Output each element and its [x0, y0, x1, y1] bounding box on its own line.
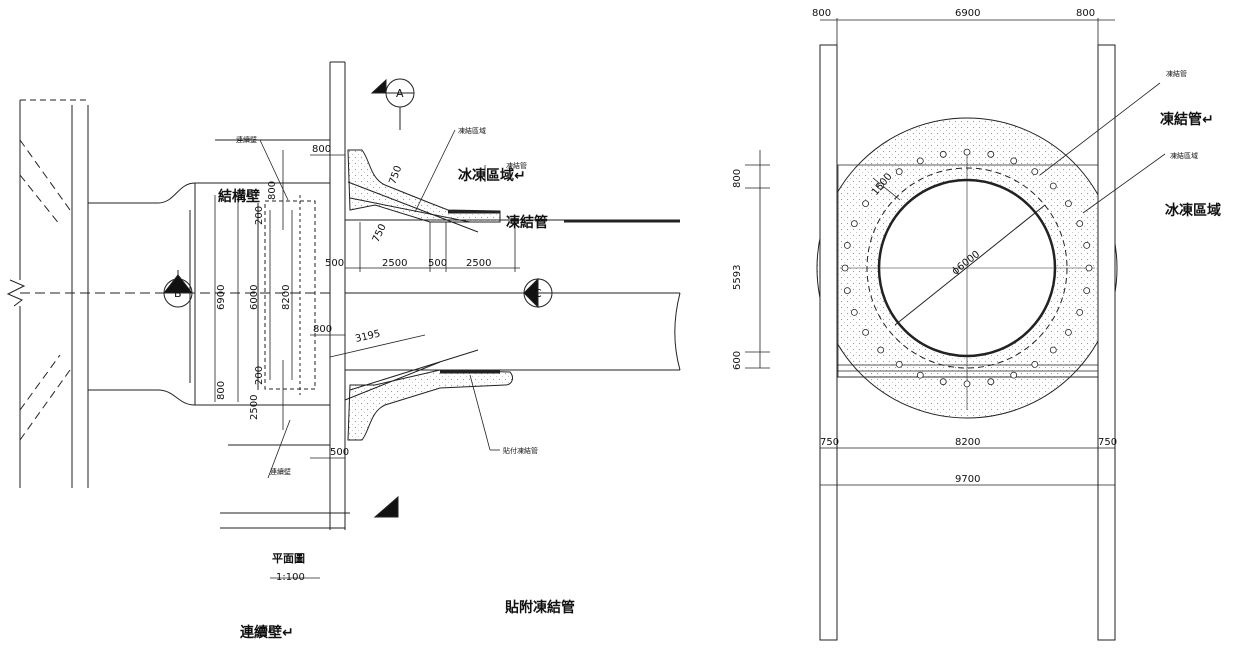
north-mark [373, 495, 399, 518]
caption-diaphragm-wall: 連續壁↵ [240, 624, 294, 641]
freezing-pipe-hole [916, 371, 924, 379]
callout-freezing-pipe: 凍結管 [506, 214, 548, 231]
plan-label-wall-top: 連續壁 [236, 135, 257, 144]
plan-label-freezing-pipe: 凍結管 [506, 161, 527, 170]
freezing-pipe-hole [843, 287, 851, 295]
plan-dim-2500-b: 2500 [466, 258, 491, 269]
freezing-pipe-hole [1049, 182, 1057, 190]
freezing-pipe-hole [1076, 220, 1084, 228]
cross-section-view [745, 18, 1166, 641]
plan-view [6, 61, 681, 579]
section-letter-b: B [174, 287, 182, 300]
section-label-freezing-pipe: 凍結管 [1166, 69, 1187, 78]
freezing-pipe-hole [963, 380, 971, 388]
section-dim-total-9700: 9700 [955, 474, 980, 485]
plan-dim-750-top: 750 [387, 164, 404, 186]
plan-dim-3195: 3195 [354, 328, 381, 344]
outgoing-tunnel [345, 219, 681, 371]
tunnel-outline [88, 139, 350, 529]
callout-structural-wall: 結構壁 [218, 188, 260, 205]
freezing-pipe-hole [1010, 157, 1018, 165]
plan-dim-v-8200: 8200 [281, 285, 292, 310]
plan-scale: 1:100 [276, 572, 305, 583]
freezing-pipe-hole [877, 346, 885, 354]
freezing-pipe-hole [841, 264, 849, 272]
plan-dim-v-6900: 6900 [216, 285, 227, 310]
frozen-zone-bottom [347, 369, 513, 441]
section-callout-freezing-pipe: 凍結管↵ [1160, 111, 1214, 128]
freezing-pipe-hole [1049, 346, 1057, 354]
plan-label-attached-pipe: 貼付凍結管 [503, 446, 538, 455]
diaphragm-wall [329, 61, 346, 530]
section-dim-left-5593: 5593 [732, 265, 743, 290]
section-dim-top-6900: 6900 [955, 8, 980, 19]
plan-dim-v-6000: 6000 [249, 285, 260, 310]
plan-label-wall-bottom: 連續壁 [270, 467, 291, 476]
plan-dim-750-bottom: 750 [371, 222, 389, 244]
plan-dim-800-top: 800 [312, 144, 331, 155]
freezing-pipe-hole [1031, 168, 1039, 176]
freezing-pipe-hole [877, 182, 885, 190]
freezing-pipe-hole [850, 220, 858, 228]
plan-dim-v-800-bottom: 800 [216, 381, 227, 400]
plan-dim-v-200-top: 200 [254, 206, 265, 225]
plan-dim-800-mid: 800 [313, 324, 332, 335]
freezing-pipe-ring [841, 148, 1093, 388]
section-dim-top-800-left: 800 [812, 8, 831, 19]
freezing-pipe-hole [843, 241, 851, 249]
section-dim-left-800: 800 [732, 169, 743, 188]
section-dim-bottom-8200: 8200 [955, 437, 980, 448]
section-letter-c: C [534, 287, 542, 300]
left-shaft [6, 99, 330, 488]
freezing-pipe-hole [963, 148, 971, 156]
side-walls [819, 44, 1116, 641]
plan-dim-v-800-top: 800 [267, 181, 278, 200]
freezing-pipe-hole [1065, 328, 1072, 336]
section-label-frozen-zone: 凍結區域 [1170, 151, 1198, 160]
section-callout-frozen-zone: 冰凍區域 [1165, 202, 1221, 219]
plan-dim-500-a: 500 [325, 258, 344, 269]
plan-dimension-lines [214, 150, 520, 459]
plan-dim-500-bottom: 500 [330, 447, 349, 458]
plan-dim-2500-a: 2500 [382, 258, 407, 269]
freezing-pipe-hole [1031, 360, 1039, 368]
section-dim-bottom-750-left: 750 [820, 437, 839, 448]
section-marker-b [162, 270, 194, 308]
freezing-pipe-hole [987, 378, 995, 386]
freezing-pipe-hole [916, 157, 924, 165]
plan-dim-v-2500: 2500 [249, 395, 260, 420]
section-dim-left-600: 600 [732, 351, 743, 370]
frozen-zone-top [347, 149, 501, 223]
plan-leaders [259, 129, 500, 579]
caption-attached-pipe: 貼附凍結管 [505, 599, 575, 616]
freezing-pipe-hole [862, 200, 869, 208]
freezing-pipe-hole [1085, 264, 1093, 272]
freezing-pipe-hole [939, 378, 947, 386]
freezing-pipe-hole [850, 308, 858, 316]
section-dim-bottom-750-right: 750 [1098, 437, 1117, 448]
section-dim-top-800-right: 800 [1076, 8, 1095, 19]
inclined-pipes [344, 181, 479, 401]
freezing-pipe-hole [862, 328, 869, 336]
plan-dim-500-b: 500 [428, 258, 447, 269]
freezing-pipe-hole [1076, 308, 1084, 316]
freezing-pipe-hole [895, 168, 903, 176]
freezing-pipe-hole [895, 360, 903, 368]
freezing-pipe-hole [939, 150, 947, 158]
freezing-pipe-hole [1083, 287, 1091, 295]
plan-title: 平面圖 [272, 552, 305, 565]
freezing-pipe-hole [1065, 200, 1072, 208]
plan-label-frozen-zone: 凍結區域 [458, 126, 486, 135]
section-marker-a [370, 78, 415, 130]
section-letter-a: A [396, 87, 404, 100]
freezing-pipe-hole [987, 150, 995, 158]
freezing-pipe-hole [1083, 241, 1091, 249]
callout-frozen-zone: 冰凍區域↵ [458, 167, 526, 184]
plan-dim-v-200-bottom: 200 [254, 366, 265, 385]
freezing-pipe-hole [1010, 371, 1018, 379]
section-marker-c [523, 277, 553, 309]
